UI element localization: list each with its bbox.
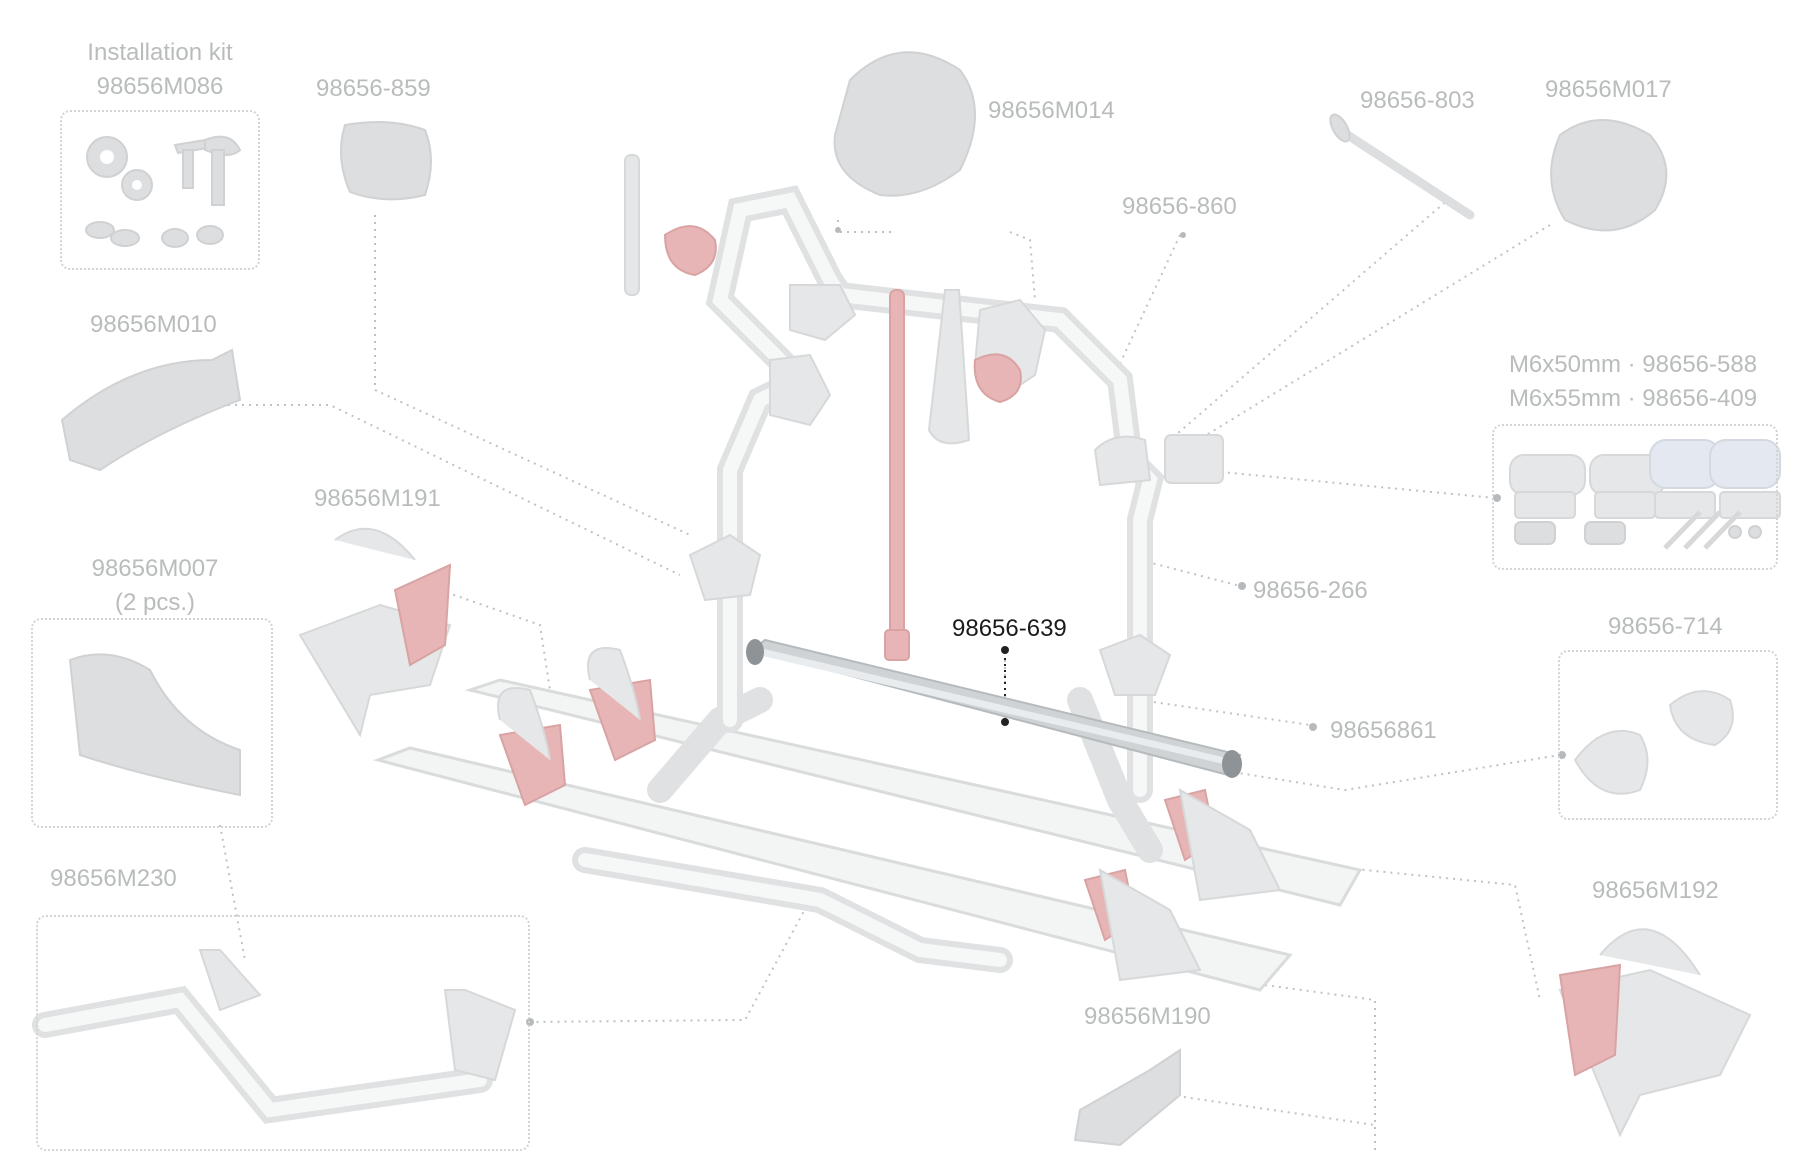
label-screws-line2: M6x55mm · 98656-409	[1508, 385, 1758, 412]
98656M007-box	[31, 618, 273, 828]
label-installation-kit: Installation kit 98656M086	[60, 36, 260, 104]
frame-clamps	[624, 154, 1224, 696]
label-98656M191: 98656M191	[314, 485, 441, 512]
part-98656M230-drawing	[32, 949, 517, 1124]
98656M230-box	[36, 915, 530, 1151]
label-98656-803: 98656-803	[1360, 87, 1475, 114]
part-98656-859-drawing	[340, 120, 432, 201]
part-98656M017-drawing	[1550, 119, 1668, 232]
label-98656-860: 98656-860	[1122, 193, 1237, 220]
red-strap	[884, 289, 910, 661]
label-98656M007: 98656M007 (2 pcs.)	[70, 552, 240, 620]
rails	[373, 678, 1363, 992]
part-98656M190-drawing	[1073, 1048, 1181, 1147]
label-98656M192: 98656M192	[1592, 877, 1719, 904]
label-98656M017: 98656M017	[1545, 76, 1672, 103]
label-98656M007-line1: 98656M007	[91, 555, 219, 582]
part-98656M191-drawing	[298, 527, 452, 738]
screws-box	[1492, 424, 1778, 570]
label-98656M230: 98656M230	[50, 865, 177, 892]
part-98656-714-drawing	[1573, 690, 1734, 795]
label-98656-714: 98656-714	[1608, 613, 1723, 640]
label-installation-kit-line2: 98656M086	[96, 73, 224, 100]
wheel-holders	[497, 647, 1282, 982]
label-98656M010: 98656M010	[90, 311, 217, 338]
label-screws: M6x50mm · 98656-588 M6x55mm · 98656-409	[1508, 348, 1758, 416]
installation-kit-parts	[85, 135, 242, 248]
part-98656M007-drawing	[68, 653, 241, 797]
leader-lines	[219, 197, 1561, 1150]
part-98656M192-drawing	[1558, 928, 1752, 1138]
label-installation-kit-line1: Installation kit	[87, 39, 233, 66]
part-screws-drawing	[1509, 439, 1781, 550]
part-98656M014-drawing	[833, 51, 976, 197]
installation-kit-box	[60, 110, 260, 270]
label-98656M190: 98656M190	[1084, 1003, 1211, 1030]
label-98656-266: 98656-266	[1253, 577, 1368, 604]
part-98656-803-drawing	[1329, 113, 1475, 220]
label-98656-859: 98656-859	[316, 75, 431, 102]
label-98656M007-line2: (2 pcs.)	[114, 589, 195, 616]
label-98656861: 98656861	[1330, 717, 1437, 744]
part-98656M010-drawing	[60, 348, 242, 472]
label-98656-639: 98656-639	[952, 615, 1067, 642]
98656-714-box	[1558, 650, 1778, 820]
label-screws-line1: M6x50mm · 98656-588	[1508, 351, 1758, 378]
label-98656M014: 98656M014	[988, 97, 1115, 124]
crossbar-98656-639	[746, 638, 1242, 778]
